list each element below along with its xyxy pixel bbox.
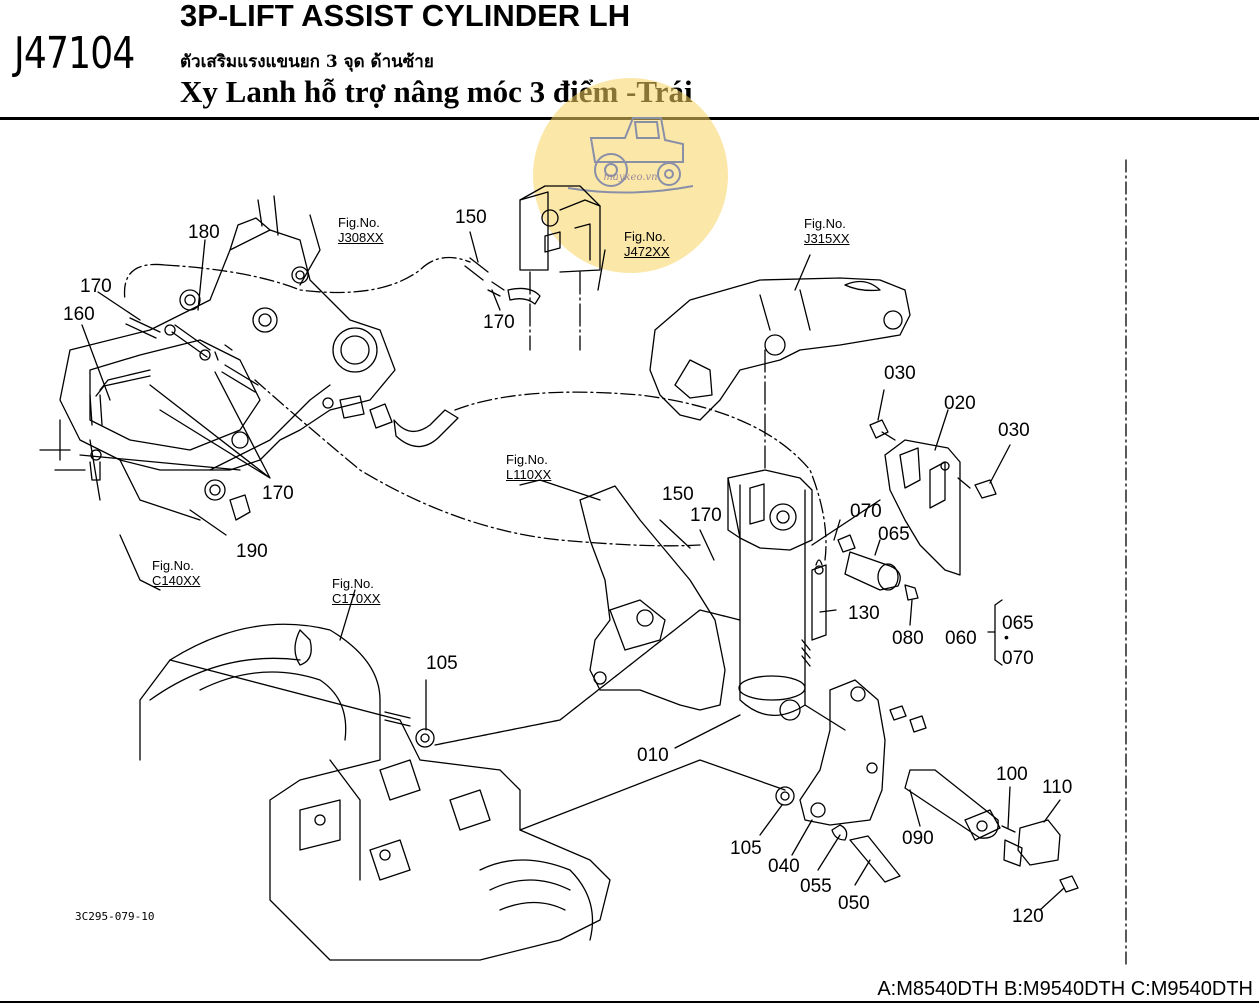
- part-label-030: 030: [998, 420, 1030, 441]
- part-label-030: 030: [884, 363, 916, 384]
- title-english: 3P-LIFT ASSIST CYLINDER LH: [180, 0, 631, 33]
- part-label-070: 070: [850, 501, 882, 522]
- part-label-105: 105: [730, 838, 762, 859]
- part-label-170: 170: [690, 505, 722, 526]
- fig-ref-c140: Fig.No. C140XX: [152, 558, 201, 588]
- part-label-065: 065: [878, 524, 910, 545]
- diagram-code: J47104: [14, 28, 135, 79]
- title-thai: ตัวเสริมแรงแขนยก 3 จุด ด้านซ้าย: [180, 52, 434, 72]
- part-label-170: 170: [80, 276, 112, 297]
- part-label-105: 105: [426, 653, 458, 674]
- drawing-id: 3C295-079-10: [75, 910, 155, 923]
- part-label-110: 110: [1042, 777, 1073, 798]
- footer-rule: [0, 1001, 1259, 1003]
- part-label-170: 170: [483, 312, 515, 333]
- part-label-060: 060: [945, 628, 977, 649]
- part-label-070-set: 070: [1002, 648, 1034, 669]
- part-label-150: 150: [662, 484, 694, 505]
- part-label-160: 160: [63, 304, 95, 325]
- part-label-040: 040: [768, 856, 800, 877]
- fig-ref-j472: Fig.No. J472XX: [624, 229, 670, 259]
- part-label-130: 130: [848, 603, 880, 624]
- part-label-010: 010: [637, 745, 669, 766]
- watermark-logo: maykeo.vn: [533, 78, 728, 273]
- separator-dot: •: [1004, 629, 1009, 645]
- part-label-190: 190: [236, 541, 268, 562]
- tractor-icon: [567, 117, 694, 194]
- part-label-180: 180: [188, 222, 220, 243]
- fig-ref-l110: Fig.No. L110XX: [506, 452, 552, 482]
- part-label-065-set: 065: [1002, 613, 1034, 634]
- part-label-020: 020: [944, 393, 976, 414]
- part-label-055: 055: [800, 876, 832, 897]
- part-label-120: 120: [1012, 906, 1044, 927]
- fig-ref-c170: Fig.No. C170XX: [332, 576, 381, 606]
- part-label-080: 080: [892, 628, 924, 649]
- fig-ref-j308: Fig.No. J308XX: [338, 215, 384, 245]
- model-list: A:M8540DTH B:M9540DTH C:M9540DTH: [877, 978, 1253, 1000]
- part-label-050: 050: [838, 893, 870, 914]
- part-label-100: 100: [996, 764, 1028, 785]
- watermark-text: maykeo.vn: [603, 172, 658, 183]
- part-label-090: 090: [902, 828, 934, 849]
- part-label-170: 170: [262, 483, 294, 504]
- part-label-150: 150: [455, 207, 487, 228]
- fig-ref-j315: Fig.No. J315XX: [804, 216, 850, 246]
